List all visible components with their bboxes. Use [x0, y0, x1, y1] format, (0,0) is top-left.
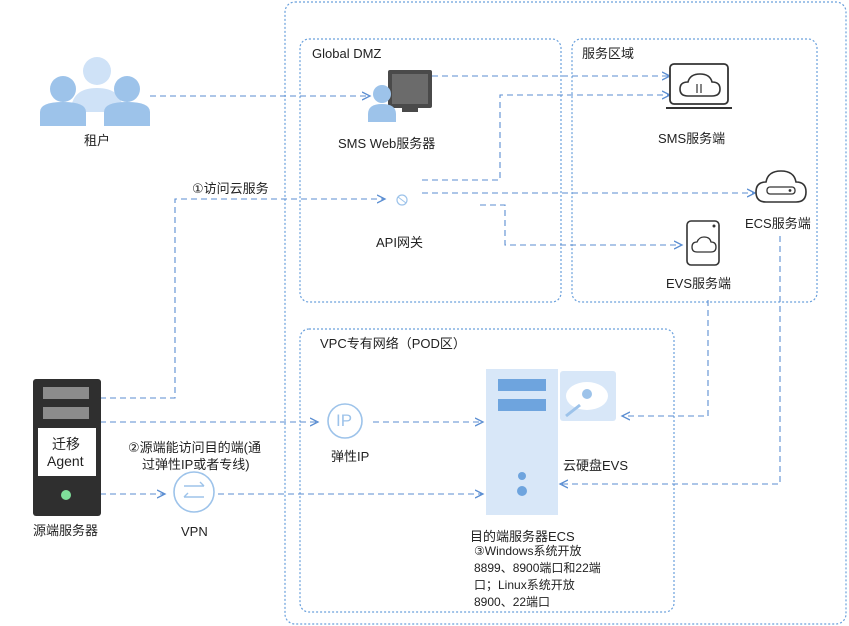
evs-server-icon	[686, 220, 720, 266]
target-ecs-icon	[486, 369, 558, 515]
web-server-icon	[368, 70, 432, 122]
tenant-label: 租户	[84, 133, 111, 148]
evs-disk-icon	[560, 371, 616, 421]
evs-server-label: EVS服务端	[666, 276, 732, 291]
ecs-server-icon	[755, 170, 807, 203]
evs-to-disk-line	[622, 300, 709, 416]
eip-icon	[327, 403, 363, 439]
step3-note-line1: ③Windows系统开放	[474, 544, 582, 558]
api-gateway-icon	[396, 194, 408, 206]
agent-box	[38, 428, 96, 476]
service-zone	[571, 38, 818, 303]
users-icon	[40, 57, 150, 126]
sms-server-label: SMS服务端	[658, 131, 726, 146]
sms-web-label: SMS Web服务器	[338, 136, 436, 151]
agent-label-line2: Agent	[47, 453, 84, 469]
vpn-label: VPN	[181, 524, 208, 539]
service-zone-label: 服务区域	[582, 46, 635, 61]
step3-note-line4: 8900、22端口	[474, 595, 551, 609]
step3-note-line3: 口；Linux系统开放	[474, 578, 575, 592]
gw-to-sms-line	[422, 95, 670, 181]
eip-icon-text: IP	[336, 411, 353, 430]
agent-label-line1: 迁移	[52, 436, 80, 452]
dmz-zone-label: Global DMZ	[312, 46, 382, 61]
vpc-zone	[299, 328, 675, 613]
eip-label: 弹性IP	[331, 449, 370, 464]
step2-note-line2: 过弹性IP或者专线)	[142, 457, 250, 472]
dmz-zone	[299, 38, 562, 303]
step1-note: ①访问云服务	[192, 181, 269, 196]
source-server-label: 源端服务器	[33, 523, 99, 538]
gw-to-evs-line	[480, 204, 682, 245]
ecs-server-label: ECS服务端	[745, 216, 811, 231]
step2-note-line1: ②源端能访问目的端(通	[128, 440, 261, 455]
vpc-zone-label: VPC专有网络（POD区）	[320, 336, 466, 351]
sms-server-icon	[666, 63, 732, 109]
target-ecs-label: 目的端服务器ECS	[470, 529, 575, 544]
agent-to-gw-line	[100, 199, 385, 399]
api-gateway-label: API网关	[376, 235, 423, 250]
step3-note-line2: 8899、8900端口和22端	[474, 561, 601, 575]
vpn-icon	[173, 471, 215, 513]
ecs-to-target-line	[560, 236, 781, 484]
evs-disk-label: 云硬盘EVS	[563, 458, 629, 473]
outer-cloud-frame	[284, 1, 847, 625]
